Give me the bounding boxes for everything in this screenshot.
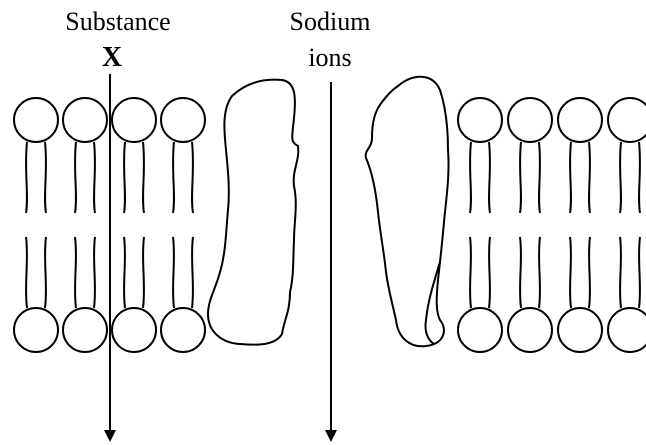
phospholipid-head: [63, 308, 107, 352]
phospholipid-head: [63, 98, 107, 142]
phospholipid-head: [14, 98, 58, 142]
phospholipid-tails-lower-right: [470, 237, 640, 308]
phospholipid-head: [558, 98, 602, 142]
label-substance-x: X: [102, 42, 122, 73]
phospholipid-head: [458, 98, 502, 142]
phospholipid-head: [608, 308, 646, 352]
phospholipid-head: [508, 98, 552, 142]
arrow-sodium-ions: [325, 82, 337, 442]
phospholipid-head: [112, 308, 156, 352]
phospholipid-head: [161, 98, 205, 142]
phospholipids-right: [458, 98, 646, 352]
label-substance: Substance: [65, 7, 170, 36]
phospholipid-head: [112, 98, 156, 142]
phospholipid-head: [161, 308, 205, 352]
channel-protein-left: [208, 80, 298, 345]
phospholipid-head: [558, 308, 602, 352]
label-ions: ions: [308, 43, 351, 72]
phospholipid-tails-upper-right: [470, 142, 640, 213]
phospholipid-head: [14, 308, 58, 352]
phospholipid-head: [458, 308, 502, 352]
phospholipid-head: [508, 308, 552, 352]
label-sodium: Sodium: [290, 7, 371, 36]
phospholipid-head: [608, 98, 646, 142]
channel-protein-right: [366, 77, 449, 347]
